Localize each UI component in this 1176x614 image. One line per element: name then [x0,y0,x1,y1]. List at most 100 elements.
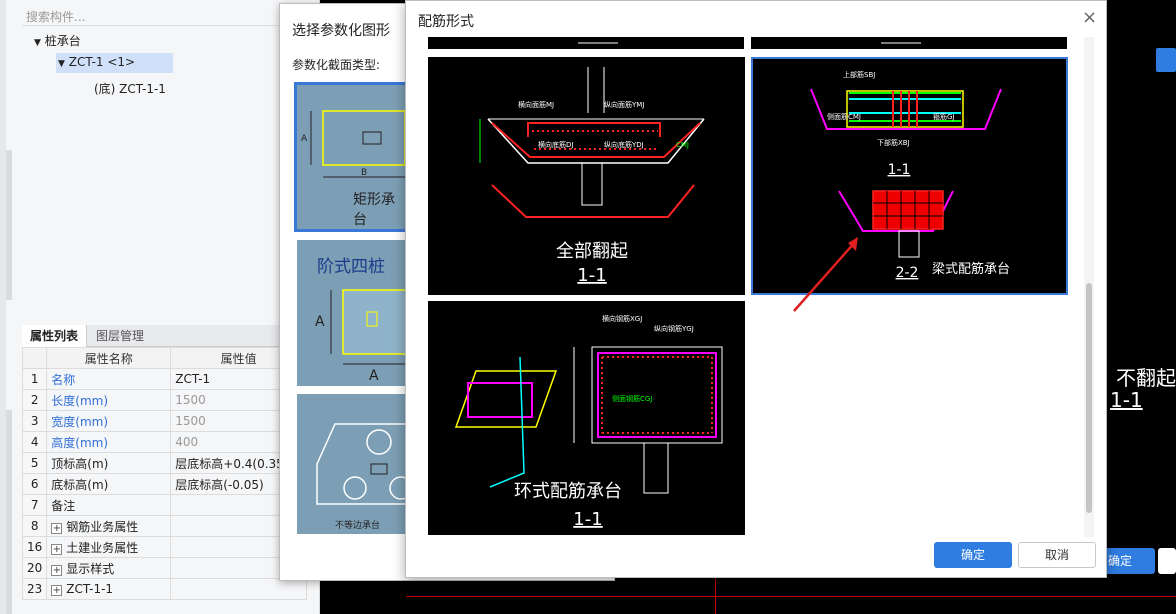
background-cancel-button[interactable] [1158,548,1176,574]
shape-option-label: 矩形承台 [353,192,395,228]
property-name: 备注 [46,494,172,516]
rebar-label: 上部筋SBJ [843,70,875,79]
tree-item-zct1[interactable]: ▼ ZCT-1 <1> [56,53,173,73]
property-value [170,578,307,600]
rebar-option-all-raised[interactable]: 横向面筋MJ 纵向面筋YMJ 横向底筋DJ 纵向底筋YDJ CMJ 全部翻起 1… [428,57,745,295]
cancel-button[interactable]: 取消 [1018,542,1096,568]
row-index: 7 [21,494,48,516]
svg-text:B: B [361,168,367,178]
rebar-drawing: 上部筋SBJ 侧面筋CMJ 下部筋XBJ 箍筋GJ 1-1 2-2 梁式配筋承台 [810,70,1010,281]
close-icon[interactable]: × [1082,7,1098,28]
row-index: 20 [21,557,48,579]
rebar-label: 纵向面筋YMJ [604,100,644,109]
left-strip [0,0,6,614]
rebar-form-dialog: 配筋形式 × 横向面筋MJ 纵向面筋YMJ [405,0,1107,578]
background-section: 1-1 [1110,388,1143,412]
rebar-label: 箍筋GJ [933,112,955,121]
background-label: 不翻起 [1116,366,1176,390]
shape-option-label: 不等边承台 [335,521,381,531]
component-panel: 搜索构件... ▼ 桩承台 ▼ ZCT-1 <1> (底) ZCT-1-1 属性… [0,0,320,614]
scrollbar-thumb[interactable] [1086,283,1092,513]
collapse-icon[interactable]: ▼ [58,59,65,69]
row-index: 3 [21,410,48,432]
red-line [406,596,1176,597]
tree-root[interactable]: ▼ 桩承台 [34,32,81,49]
option-section: 2-2 [896,265,919,281]
property-name: 名称 [46,368,172,390]
row-index: 16 [21,536,48,558]
table-row[interactable]: 8+钢筋业务属性 [21,515,307,537]
row-index: 8 [21,515,48,537]
property-name: 底标高(m) [46,473,172,495]
tree-item-zct1-1[interactable]: (底) ZCT-1-1 [94,80,166,97]
expand-icon[interactable]: + [51,585,63,596]
scrollbar-track[interactable] [1084,37,1094,537]
rebar-label: 下部筋XBJ [877,138,910,147]
col-header-value: 属性值 [170,347,307,369]
shape-option-step[interactable]: 阶式四桩 A A [297,240,408,386]
row-index: 2 [21,389,48,411]
property-group-name: 钢筋业务属性 [66,519,139,534]
row-index: 6 [21,473,48,495]
tab-property-list[interactable]: 属性列表 [22,325,88,347]
rebar-label: 纵向底筋YDJ [604,140,644,149]
thumb-clipped[interactable] [751,37,1067,49]
expand-icon[interactable]: + [51,543,63,555]
thumb-clipped[interactable] [428,37,744,49]
rebar-label: 纵向钢筋YGJ [654,324,694,333]
rebar-label: 侧面筋CMJ [827,112,861,121]
rebar-option-beam[interactable]: 上部筋SBJ 侧面筋CMJ 下部筋XBJ 箍筋GJ 1-1 2-2 梁式配筋承台 [751,57,1068,295]
ok-button[interactable]: 确定 [934,542,1012,568]
property-name: 长度(mm) [46,389,172,411]
property-tabs: 属性列表 图层管理 [22,325,307,347]
tree-root-label: 桩承台 [44,34,81,48]
step-shape-icon: A A [315,289,408,384]
expand-icon[interactable]: + [51,564,63,576]
col-header-name: 属性名称 [46,347,172,369]
rebar-label: 侧面钢筋CGJ [612,394,652,403]
property-value[interactable]: ZCT-1 [170,368,307,390]
rebar-label: 横向面筋MJ [518,100,554,109]
background-action-button[interactable] [1156,48,1176,72]
svg-text:A: A [301,134,308,144]
dialog-title: 配筋形式 [418,14,474,30]
rebar-option-ring[interactable]: 横向钢筋XGJ 纵向钢筋YGJ 侧面钢筋CGJ 环式配筋承台 1-1 [428,301,745,535]
shape-option-triangle[interactable]: 不等边承台 [297,394,413,534]
property-name: 宽度(mm) [46,410,172,432]
rebar-drawing: 横向钢筋XGJ 纵向钢筋YGJ 侧面钢筋CGJ 环式配筋承台 1-1 [454,314,723,530]
expand-icon[interactable]: + [51,522,63,534]
svg-text:A: A [315,314,325,330]
row-index: 4 [21,431,48,453]
option-title: 全部翻起 [556,241,628,262]
table-row[interactable]: 23+ZCT-1-1 [21,578,307,600]
option-title: 梁式配筋承台 [932,261,1010,277]
property-group-name: ZCT-1-1 [66,582,114,596]
scrollbar[interactable] [6,410,12,614]
rebar-label: 横向钢筋XGJ [602,314,642,323]
property-name: 顶标高(m) [46,452,172,474]
tab-layer-manage[interactable]: 图层管理 [96,329,145,343]
tree-item-label: ZCT-1 <1> [68,55,136,69]
rebar-label: 横向底筋DJ [538,140,573,149]
shape-option-rect[interactable]: A B 矩形承台 [294,82,408,232]
option-section: 1-1 [577,265,606,286]
property-group-name: 显示样式 [66,561,115,576]
row-index: 23 [21,578,48,600]
svg-text:A: A [369,368,379,384]
table-row[interactable]: 16+土建业务属性 [21,536,307,558]
row-index: 1 [21,368,48,390]
dialog-title: 选择参数化图形 [292,23,390,39]
collapse-icon[interactable]: ▼ [34,38,41,48]
search-input[interactable]: 搜索构件... [22,4,312,26]
rebar-drawing: 横向面筋MJ 纵向面筋YMJ 横向底筋DJ 纵向底筋YDJ CMJ 全部翻起 1… [479,67,705,286]
table-row[interactable]: 20+显示样式 [21,557,307,579]
scrollbar[interactable] [6,150,12,300]
red-line [715,578,716,614]
